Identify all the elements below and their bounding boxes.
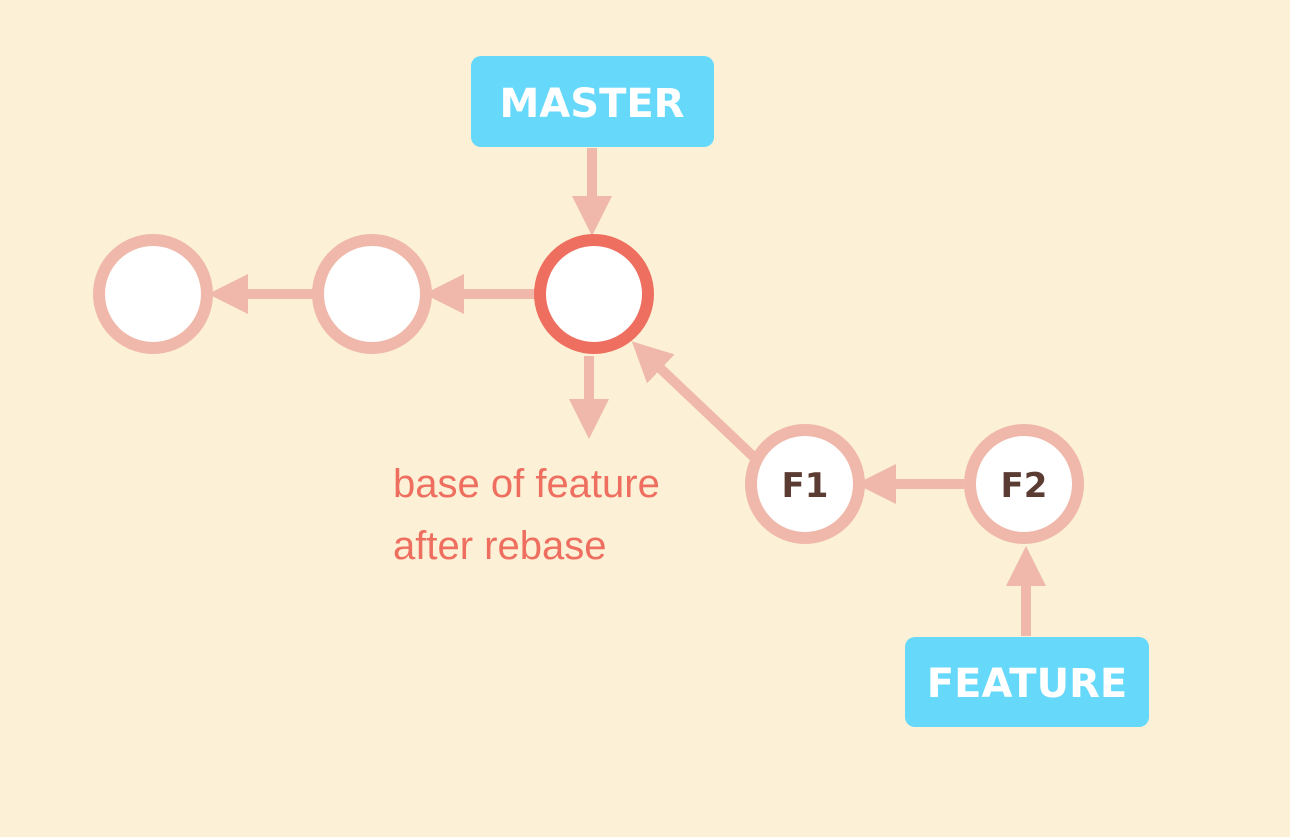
commit-node-f1 [745, 424, 865, 544]
rebase-note-line-1: base of feature [393, 462, 660, 506]
commit-node-1 [93, 234, 213, 354]
master-branch-label [471, 56, 714, 147]
rebase-note-line-2: after rebase [393, 524, 606, 568]
commit-label-f2: F2 [1001, 466, 1048, 506]
feature-branch-text: FEATURE [927, 661, 1127, 707]
master-branch-text: MASTER [500, 81, 685, 127]
commit-node-2 [312, 234, 432, 354]
commit-node-f2 [964, 424, 1084, 544]
f1-to-master-commit-arrow [631, 341, 762, 465]
commit-label-f1: F1 [782, 466, 829, 506]
commit-node-master-head [534, 234, 654, 354]
feature-branch-label [905, 637, 1149, 727]
